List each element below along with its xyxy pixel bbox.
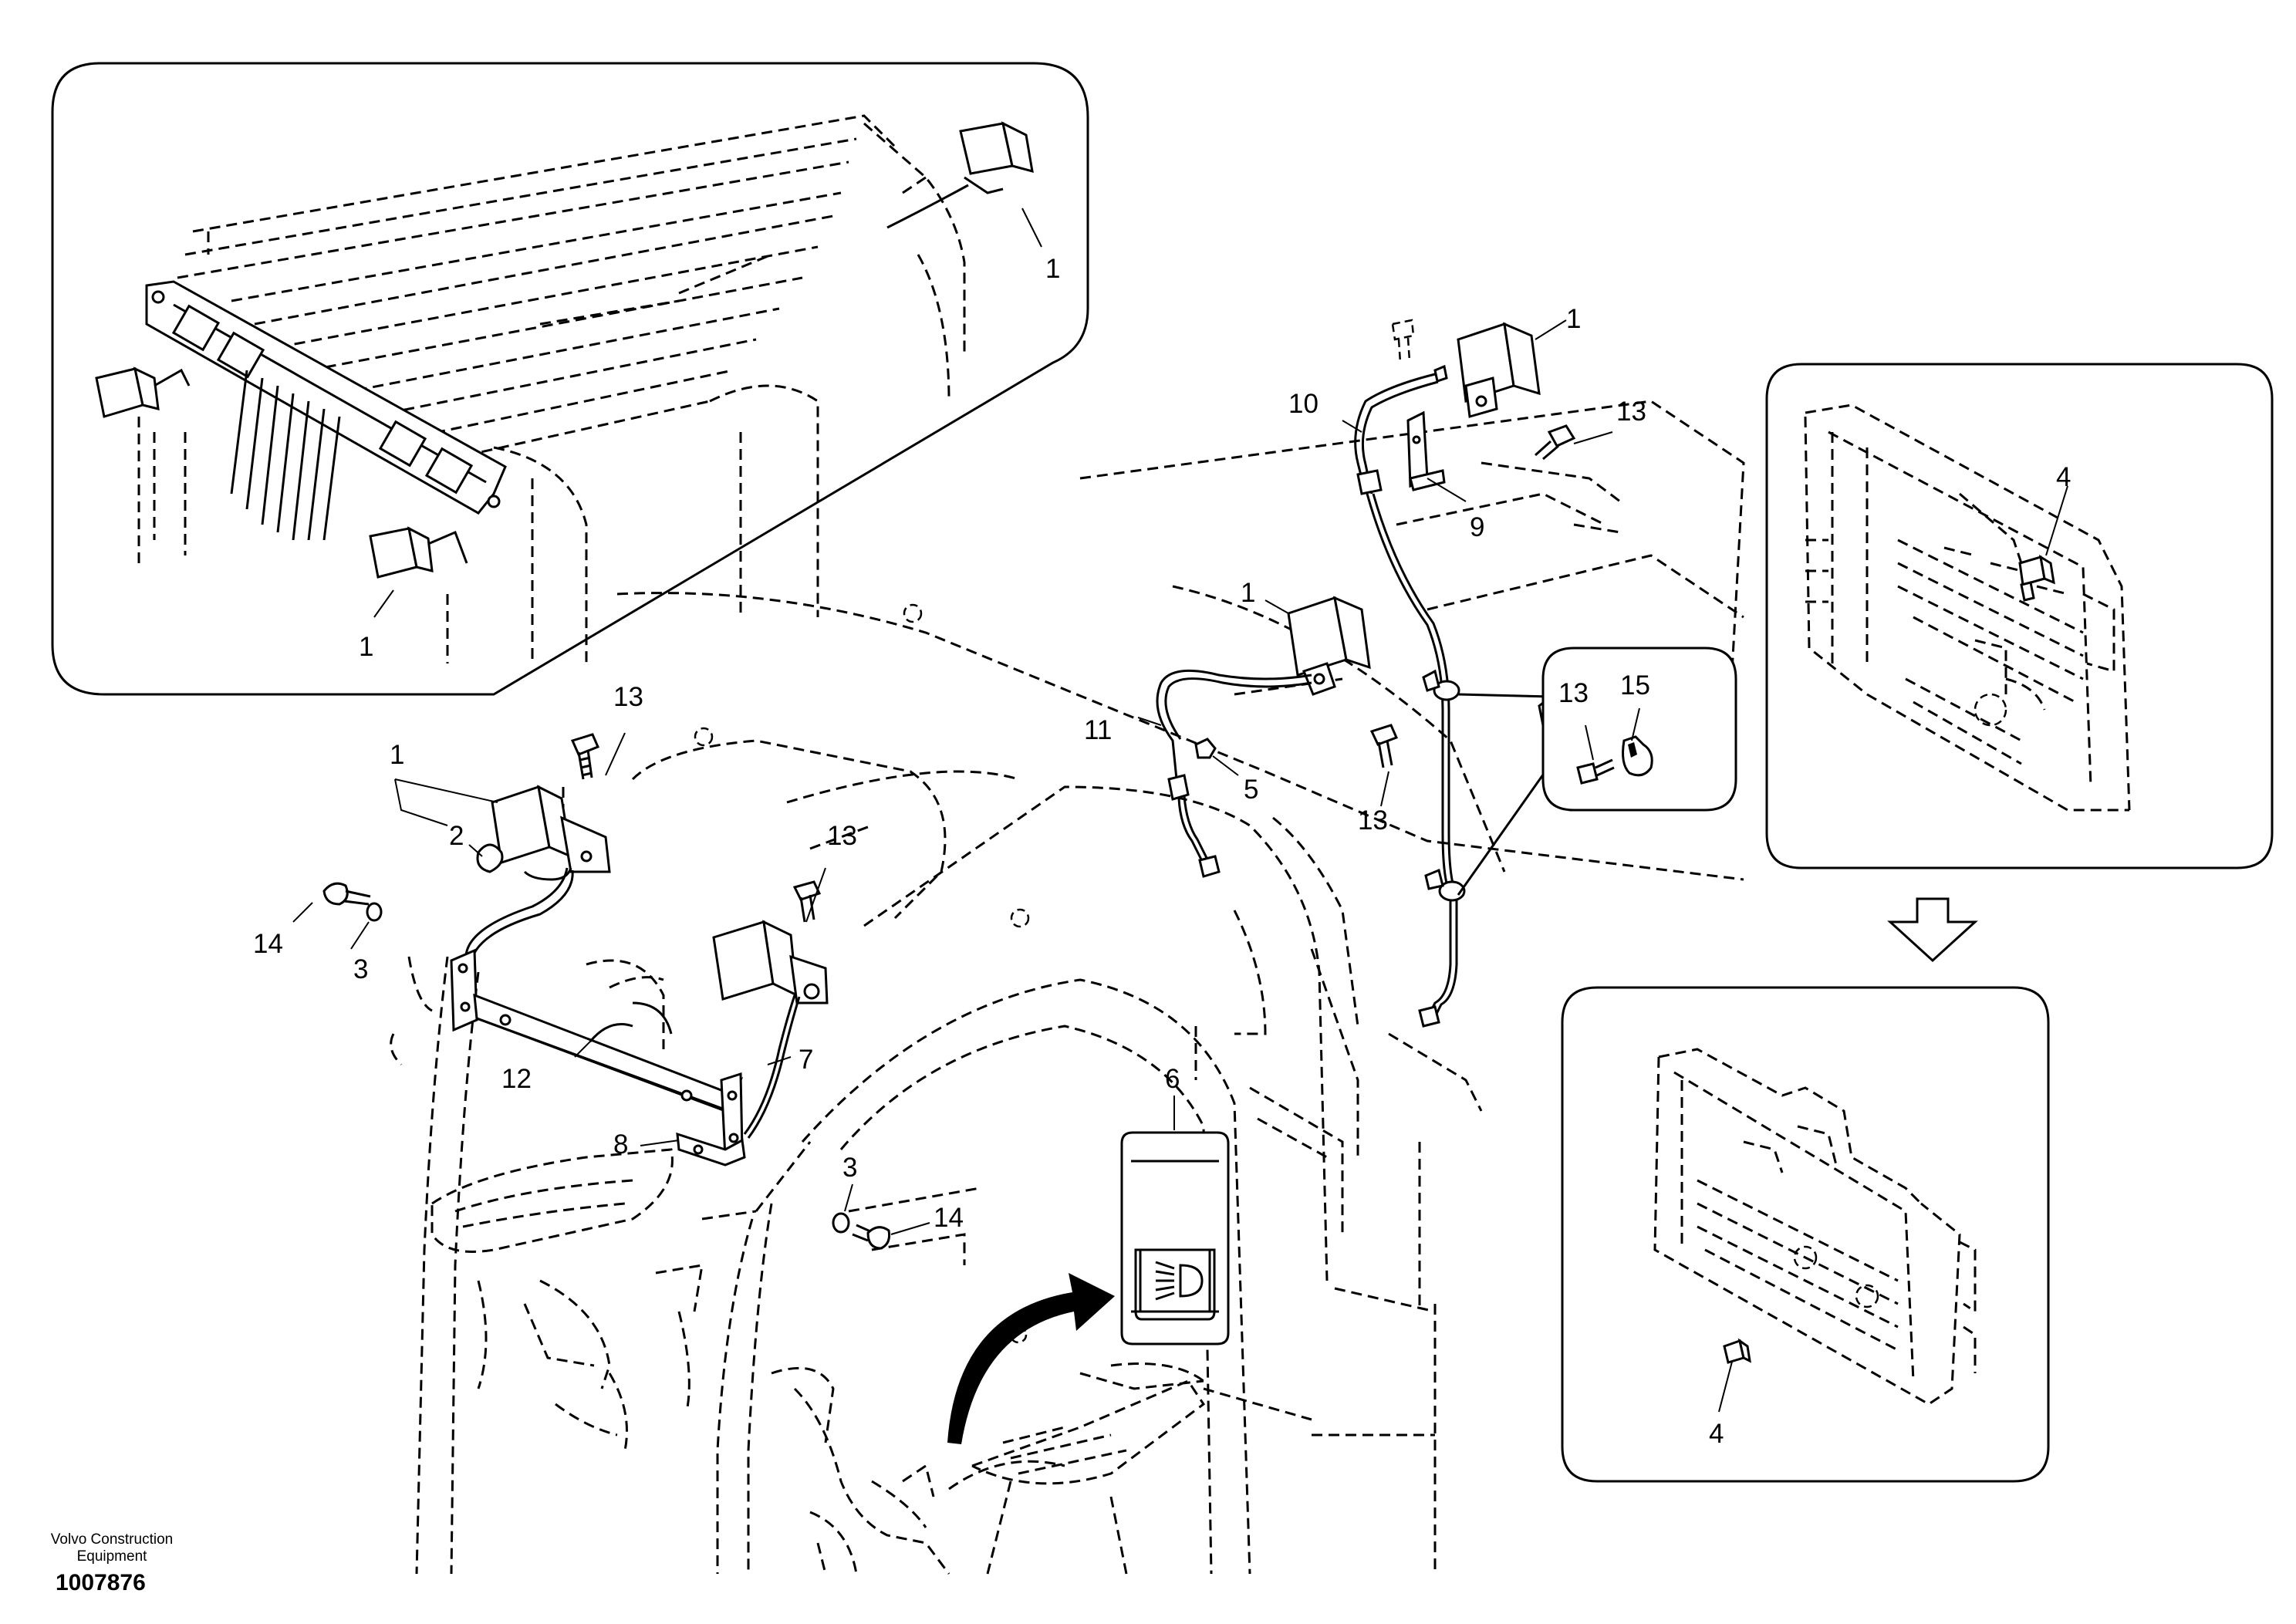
detail-bubble-clip	[1457, 647, 1737, 896]
inset-cab-roof	[51, 62, 1089, 696]
lamp-left-center	[712, 920, 829, 1139]
inset-lamp-bottom	[369, 526, 468, 579]
light-switch	[947, 1131, 1230, 1444]
cab-body	[390, 400, 1745, 1575]
bolt-13-middle	[792, 880, 822, 923]
callout-13-left: 13	[613, 682, 643, 712]
leader-c4-bottom	[1718, 1361, 1733, 1413]
callout-labels: 1 1 1 1 1 2 3 3 4 4 5 6 7 8 9 10 11 12 1…	[253, 254, 2071, 1449]
inset-fuse-box-top	[1765, 363, 2274, 869]
callout-3-left: 3	[353, 954, 368, 984]
callout-3-right: 3	[842, 1153, 857, 1183]
brand-name: Volvo Construction Equipment	[23, 1531, 201, 1565]
callout-14-right: 14	[934, 1203, 964, 1233]
callout-15: 15	[1620, 670, 1650, 701]
callout-13-center: 13	[1358, 805, 1388, 836]
drawing-number: 1007876	[56, 1570, 146, 1595]
callout-4-top-inset: 4	[2056, 462, 2071, 492]
callout-6: 6	[1165, 1064, 1180, 1094]
lamp-wire-left	[469, 869, 574, 965]
callout-1-inset-top: 1	[1045, 254, 1060, 284]
leader-c1-inset-top	[1021, 208, 1042, 248]
center-lamp-assembly	[1156, 596, 1371, 878]
brand-line-1: Volvo Construction	[50, 1531, 174, 1548]
callout-8: 8	[613, 1129, 628, 1160]
callout-13-detail: 13	[1558, 678, 1589, 708]
callout-10: 10	[1288, 389, 1319, 419]
callout-11: 11	[1084, 715, 1112, 745]
callout-2: 2	[449, 821, 464, 851]
lamp-bracket	[450, 948, 746, 1167]
bulb	[476, 843, 504, 873]
callout-1-right-lamp: 1	[1566, 304, 1581, 334]
bolt-14-left	[322, 882, 383, 922]
callout-5: 5	[1244, 775, 1258, 805]
callout-1-left-lamp: 1	[390, 740, 404, 770]
leader-c4-top	[2045, 485, 2068, 556]
callout-14-left: 14	[253, 929, 283, 959]
callout-13-top-right: 13	[1616, 397, 1646, 427]
bolt-13-left	[570, 733, 599, 780]
bolt-14-right	[832, 1212, 890, 1250]
inset-light-bar	[145, 280, 507, 541]
leader-c1-inset-bottom	[373, 589, 394, 618]
inset-lamp-top-right	[886, 121, 1034, 229]
brand-line-2: Equipment	[76, 1548, 147, 1565]
callout-13-middle: 13	[827, 821, 857, 851]
callout-7: 7	[799, 1045, 813, 1075]
left-lamp-assembly	[322, 733, 890, 1250]
lamp-left-upper	[491, 785, 611, 881]
callout-1-inset-bottom: 1	[359, 632, 373, 662]
inset-fuse-box-bottom	[1561, 986, 2050, 1483]
callout-9: 9	[1470, 512, 1484, 542]
inset-roof-structure	[137, 114, 966, 663]
bolt-13-center	[1369, 724, 1399, 768]
right-lamp-assembly	[1354, 319, 1621, 1028]
bolt-13-top-right	[1534, 424, 1576, 461]
callout-4-bottom-inset: 4	[1709, 1419, 1724, 1449]
down-arrow	[1887, 897, 1978, 963]
leader-lines	[292, 319, 1640, 1235]
inset-lamp-left	[95, 366, 191, 418]
callout-12: 12	[501, 1064, 532, 1094]
callout-1-center-lamp: 1	[1241, 578, 1255, 608]
